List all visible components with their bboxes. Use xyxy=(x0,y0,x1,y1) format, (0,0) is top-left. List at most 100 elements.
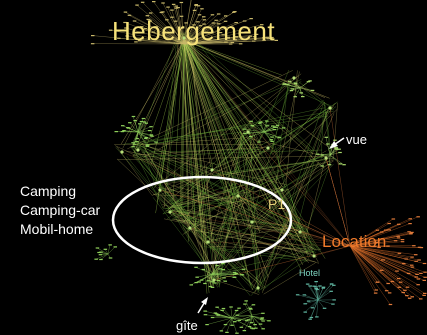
graph-node xyxy=(402,263,406,265)
graph-edge xyxy=(209,273,213,287)
graph-node xyxy=(270,136,274,138)
graph-node xyxy=(289,90,294,92)
graph-edge xyxy=(261,104,324,290)
graph-node xyxy=(210,286,215,288)
graph-hub-node xyxy=(280,188,284,192)
graph-edge xyxy=(296,224,307,232)
graph-node xyxy=(108,257,113,259)
graph-edge xyxy=(325,157,351,247)
graph-node xyxy=(416,216,420,218)
graph-edge xyxy=(320,110,324,159)
graph-node xyxy=(216,13,221,15)
graph-hub-node xyxy=(206,240,210,244)
graph-node xyxy=(238,43,243,45)
graph-node xyxy=(417,246,422,248)
graph-edge xyxy=(170,206,208,245)
graph-node xyxy=(146,144,150,146)
graph-node xyxy=(259,121,263,123)
graph-node xyxy=(377,246,381,249)
graph-node xyxy=(215,265,219,267)
graph-edge xyxy=(110,29,185,45)
graph-node xyxy=(138,40,142,42)
graph-edge xyxy=(164,189,233,210)
graph-node xyxy=(154,26,158,28)
graph-node xyxy=(381,259,385,261)
graph-node xyxy=(170,9,174,11)
graph-node xyxy=(154,141,158,143)
graph-edge xyxy=(136,4,185,45)
graph-node xyxy=(412,245,416,247)
graph-node xyxy=(258,122,262,124)
graph-node xyxy=(333,139,337,141)
graph-node xyxy=(211,22,216,24)
graph-edge xyxy=(132,116,139,133)
graph-edge xyxy=(247,131,351,247)
graph-node xyxy=(202,19,207,21)
graph-edge xyxy=(162,204,299,237)
graph-node xyxy=(203,310,207,312)
graph-node xyxy=(98,254,103,256)
graph-edge xyxy=(329,107,351,247)
graph-node xyxy=(414,260,418,262)
graph-edge xyxy=(251,125,265,133)
graph-node xyxy=(417,259,421,261)
graph-node xyxy=(218,268,223,270)
graph-node xyxy=(400,239,405,241)
graph-node xyxy=(124,27,128,29)
graph-node xyxy=(321,286,326,288)
graph-edge xyxy=(299,231,351,247)
graph-edge xyxy=(177,39,332,107)
graph-edge xyxy=(297,294,319,301)
graph-edge xyxy=(250,131,265,137)
graph-node xyxy=(253,36,257,38)
graph-edge xyxy=(230,306,233,319)
graph-edge xyxy=(142,148,261,153)
graph-node xyxy=(206,280,211,282)
graph-edge xyxy=(121,151,351,247)
graph-node xyxy=(138,123,142,125)
graph-edge xyxy=(166,31,183,188)
graph-edge xyxy=(317,283,332,301)
graph-node xyxy=(219,330,224,332)
graph-edge xyxy=(212,224,250,285)
graph-edge xyxy=(243,315,253,331)
graph-edge xyxy=(215,69,290,243)
graph-edge xyxy=(143,151,156,188)
graph-edge xyxy=(150,12,185,45)
graph-node xyxy=(243,303,247,305)
graph-edge xyxy=(325,157,351,247)
graph-node xyxy=(149,134,154,136)
graph-node xyxy=(223,324,228,326)
graph-edge xyxy=(241,135,320,252)
graph-node xyxy=(322,307,327,309)
graph-edge xyxy=(231,308,240,319)
graph-edge xyxy=(186,30,259,215)
graph-edge xyxy=(329,147,337,156)
graph-edge xyxy=(349,245,377,291)
graph-edge xyxy=(183,16,204,45)
graph-hub-node xyxy=(120,150,124,154)
graph-node xyxy=(179,15,184,17)
graph-node xyxy=(226,37,231,39)
graph-node xyxy=(133,120,137,122)
graph-node xyxy=(386,282,390,285)
graph-edge xyxy=(349,232,412,247)
graph-edge xyxy=(161,195,264,289)
graph-node xyxy=(131,146,135,148)
graph-edge xyxy=(145,145,217,165)
graph-node xyxy=(314,288,318,290)
hebergement-hub-label: Hebergement xyxy=(112,16,276,46)
location-hub-label: Location xyxy=(322,232,387,251)
graph-edge xyxy=(183,39,325,169)
graph-edge xyxy=(173,4,185,45)
graph-node xyxy=(141,117,146,120)
graph-node xyxy=(217,23,221,25)
graph-edge xyxy=(263,126,277,133)
graph-edge xyxy=(183,37,272,45)
graph-node xyxy=(144,137,149,139)
graph-edge xyxy=(349,245,387,291)
graph-node xyxy=(202,16,206,18)
graph-edge xyxy=(183,32,221,45)
graph-edge xyxy=(316,299,319,317)
